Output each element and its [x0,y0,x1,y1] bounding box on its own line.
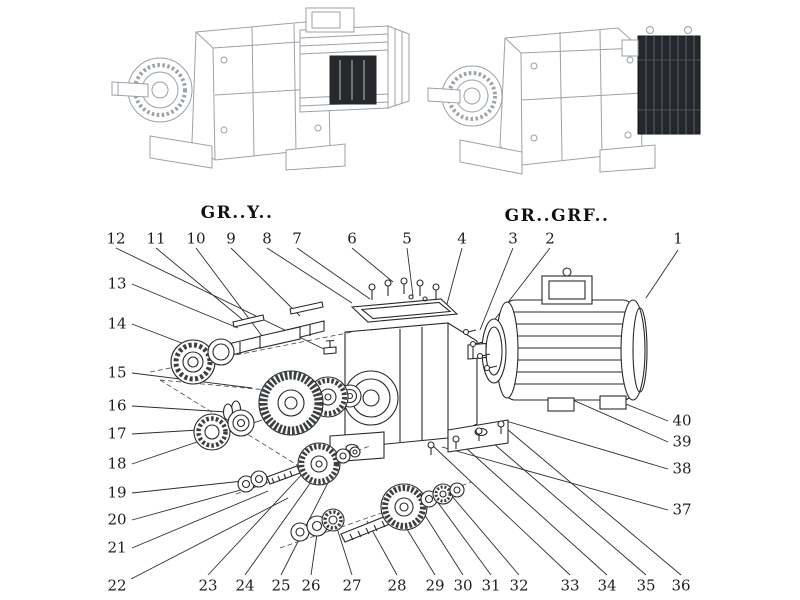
callout-22: 22 [107,576,127,595]
oil-seal [207,338,235,366]
callout-40: 40 [672,411,692,430]
assembled-view-gr-grf [427,26,701,175]
callout-3: 3 [508,229,518,248]
exploded-view [149,267,648,549]
callout-20: 20 [107,510,127,529]
callout-6: 6 [347,229,357,248]
callout-11: 11 [146,229,166,248]
callout-8: 8 [262,229,272,248]
callout-39: 39 [672,432,692,451]
callout-17: 17 [107,424,127,443]
callout-9: 9 [226,229,236,248]
callout-36: 36 [671,576,691,595]
brake-unit [637,35,701,135]
callout-34: 34 [597,576,617,595]
callout-24: 24 [235,576,255,595]
callout-19: 19 [107,483,127,502]
gearbox-housing [323,322,509,463]
callout-18: 18 [107,454,127,473]
callout-23: 23 [198,576,218,595]
callout-32: 32 [509,576,529,595]
output-shaft-assembly [149,301,353,385]
callout-25: 25 [271,576,291,595]
callout-13: 13 [107,274,127,293]
callout-38: 38 [672,459,692,478]
callout-37: 37 [672,500,692,519]
label-model-gr-y: GR..Y.. [200,203,274,223]
motor [467,267,648,412]
shaft-key [289,301,324,315]
callout-2: 2 [545,229,555,248]
callout-21: 21 [107,538,127,557]
primary-gear-set [193,370,362,451]
callout-31: 31 [481,576,501,595]
callout-4: 4 [457,229,467,248]
motor-fasteners [462,328,498,372]
shaft-key [232,314,265,328]
callout-1: 1 [673,229,683,248]
callout-14: 14 [107,314,127,333]
callout-16: 16 [107,396,127,415]
callout-27: 27 [342,576,362,595]
callout-12: 12 [106,229,126,248]
callout-10: 10 [186,229,206,248]
callout-26: 26 [301,576,321,595]
callout-30: 30 [453,576,473,595]
label-model-gr-grf: GR..GRF.. [504,206,610,226]
callout-7: 7 [292,229,302,248]
assembled-view-gr-y [111,7,410,171]
callout-5: 5 [402,229,412,248]
callout-33: 33 [560,576,580,595]
callout-29: 29 [425,576,445,595]
inspection-cover [350,277,459,323]
callout-15: 15 [107,363,127,382]
callout-35: 35 [636,576,656,595]
intermediate-gear-set [235,442,371,495]
output-gear-set [279,481,473,549]
callout-28: 28 [387,576,407,595]
